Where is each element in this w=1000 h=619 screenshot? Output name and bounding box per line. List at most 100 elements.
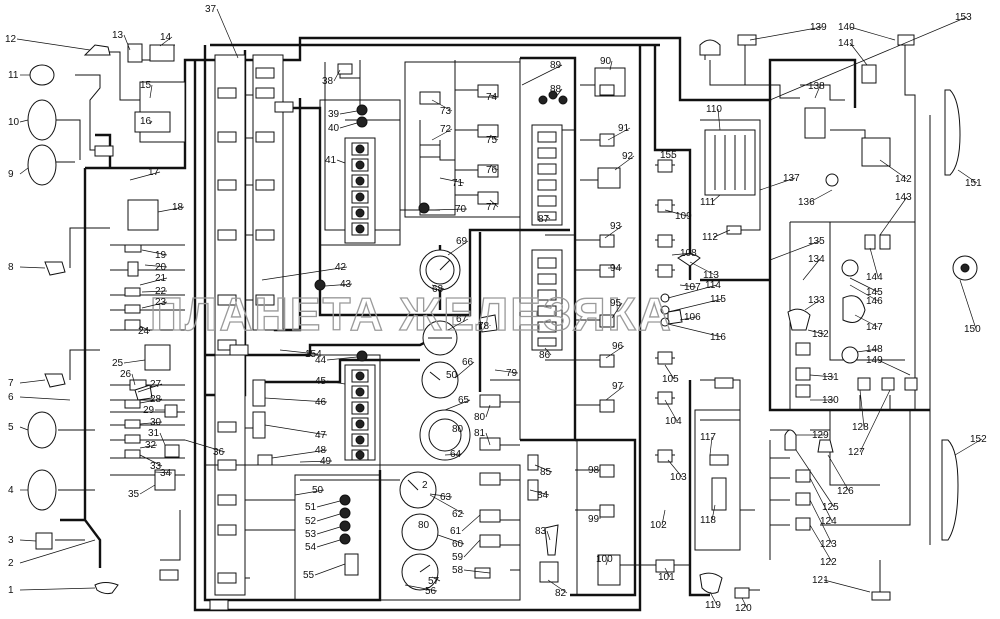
callout-leader-96 (605, 345, 625, 359)
callout-136: 136 (798, 197, 815, 208)
callout-leader-90 (609, 60, 613, 71)
callout-leader-1 (19, 587, 96, 591)
callout-leader-146 (849, 284, 879, 302)
callout-30: 30 (150, 417, 162, 428)
callout-125: 125 (822, 502, 839, 513)
callout-leader-37 (216, 8, 239, 59)
callout-leader-147 (854, 314, 879, 328)
connector-strip-right (252, 54, 284, 331)
gauge-speedometer-label: 80 (452, 424, 464, 435)
callout-leader-15 (149, 84, 153, 99)
callout-leader-56 (404, 584, 438, 592)
callout-leader-118 (711, 504, 716, 521)
callout-leader-140 (849, 26, 896, 41)
callout-85: 85 (540, 467, 552, 478)
callout-74: 74 (486, 92, 498, 103)
callout-19: 19 (155, 250, 167, 261)
callout-leader-39 (339, 110, 358, 115)
callout-leader-47 (264, 424, 328, 436)
callout-154: 154 (305, 349, 322, 360)
callout-leader-59 (463, 539, 481, 558)
callout-79: 79 (506, 368, 518, 379)
callout-86: 86 (539, 350, 551, 361)
callout-53: 53 (305, 529, 317, 540)
callout-leader-28 (139, 398, 163, 404)
callout-73: 73 (440, 106, 452, 117)
connectors (94, 63, 918, 611)
callout-132: 132 (812, 329, 829, 340)
callout-leader-71 (439, 177, 465, 184)
horn-100 (597, 554, 621, 586)
callout-leader-12 (16, 38, 91, 51)
callout-leader-6 (19, 396, 71, 401)
callout-47: 47 (315, 430, 327, 441)
callout-leader-137 (759, 177, 796, 191)
callout-leader-152 (954, 438, 983, 456)
callout-leader-18 (157, 206, 185, 213)
callout-93: 93 (610, 221, 622, 232)
callout-133: 133 (808, 295, 825, 306)
callout-20: 20 (155, 262, 167, 273)
callout-leader-66 (454, 361, 475, 379)
callout-leader-46 (264, 397, 328, 403)
callout-leader-142 (879, 159, 908, 180)
callout-112: 112 (702, 232, 718, 243)
callout-leader-84 (529, 489, 550, 496)
callout-83: 83 (535, 526, 547, 537)
callout-leader-70 (429, 208, 468, 211)
callout-leader-151 (957, 169, 978, 184)
gauge-cluster (379, 464, 521, 601)
callout-leader-116 (667, 323, 723, 338)
callout-88: 88 (550, 84, 562, 95)
callout-65: 65 (458, 395, 470, 406)
callout-106: 106 (684, 312, 701, 323)
callout-15: 15 (140, 80, 152, 91)
callout-141: 141 (838, 38, 855, 49)
relay-25 (144, 344, 171, 371)
callout-78: 78 (478, 321, 490, 332)
callout-22: 22 (155, 286, 167, 297)
callout-leader-143 (879, 196, 908, 236)
callout-26: 26 (120, 369, 132, 380)
callout-leader-23 (141, 301, 168, 309)
callout-leader-50 (294, 489, 325, 496)
callout-31: 31 (148, 428, 160, 439)
relay-141 (861, 64, 877, 84)
callout-leader-144 (869, 247, 879, 278)
callout-leader-58 (463, 569, 491, 574)
callout-49: 49 (320, 456, 332, 467)
callout-116: 116 (710, 332, 726, 343)
callout-leader-60 (437, 534, 465, 545)
callout-90: 90 (600, 56, 612, 67)
callout-leader-109 (664, 209, 688, 217)
callout-leader-106 (679, 316, 697, 321)
callout-leader-135 (769, 240, 821, 261)
callout-leader-154 (279, 349, 318, 355)
callout-130: 130 (822, 395, 839, 406)
callout-leader-26 (131, 373, 136, 386)
callout-94: 94 (610, 263, 622, 274)
gauge-tachometer-label: 50 (446, 370, 458, 381)
gauges: 50 80 2 80 (399, 249, 471, 591)
speedometer-gauge-64 (419, 409, 471, 461)
callout-leader-124 (809, 477, 833, 522)
callout-23: 23 (155, 297, 167, 308)
callout-144: 144 (866, 272, 883, 283)
callout-leader-85 (534, 464, 553, 473)
callout-149: 149 (866, 355, 883, 366)
lights (27, 34, 978, 601)
callout-6: 6 (8, 392, 14, 403)
callout-138: 138 (808, 81, 825, 92)
callout-70: 70 (455, 204, 467, 215)
callout-14: 14 (160, 32, 172, 43)
callout-leader-148 (856, 348, 879, 353)
callout-leader-81 (485, 432, 491, 446)
callout-leader-120 (741, 597, 748, 609)
callout-60: 60 (452, 539, 464, 550)
callout-10: 10 (8, 117, 20, 128)
callout-leader-97 (605, 385, 625, 401)
callout-117: 117 (700, 432, 716, 443)
callout-leader-54 (316, 539, 341, 548)
callout-leader-52 (316, 513, 341, 522)
callout-leader-10 (19, 119, 29, 123)
